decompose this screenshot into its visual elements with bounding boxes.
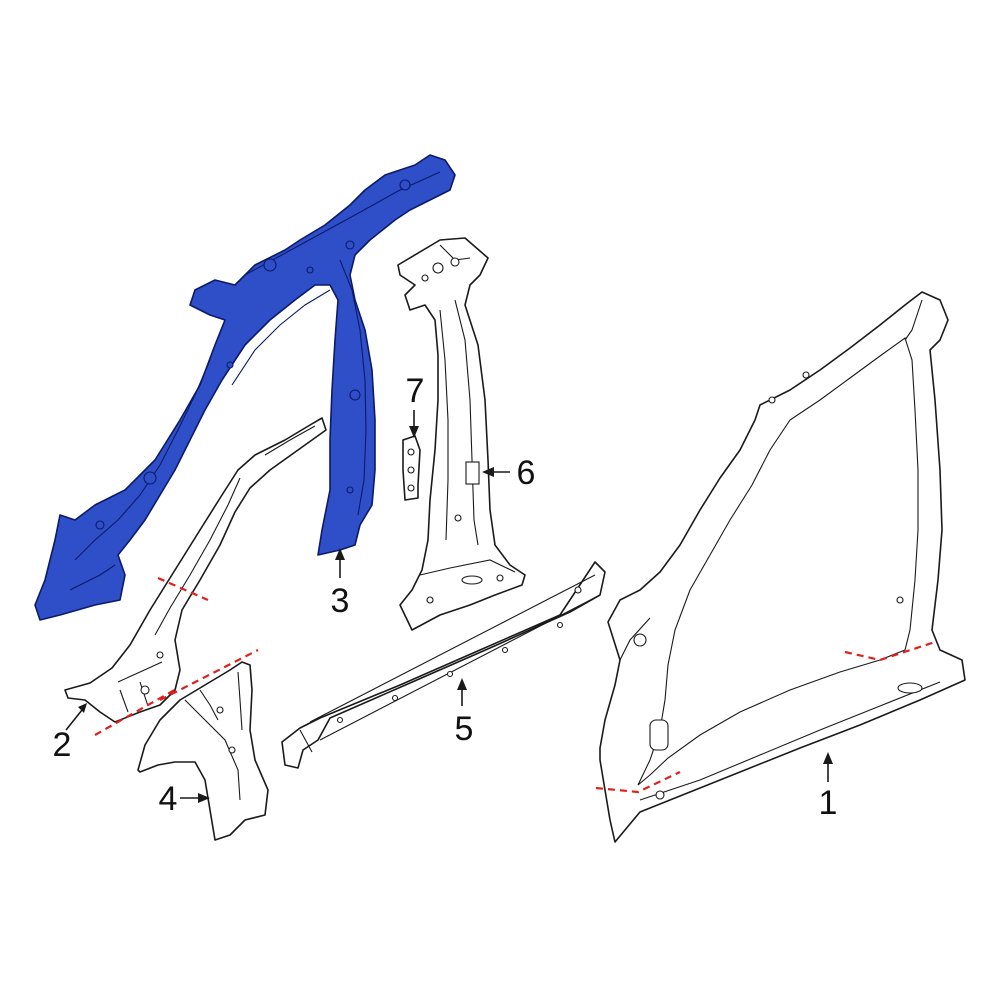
part-5-rocker[interactable] [281,561,606,769]
part-3-inner-pillar[interactable] [34,154,456,621]
part-7-reinforcement[interactable] [402,435,421,501]
callout-label: 1 [819,784,838,822]
callout-5: 5 [455,678,474,748]
callout-2: 2 [53,703,87,764]
part-2-cut-line-lower [94,687,179,736]
part-1-cut-line-rear [844,640,936,662]
part-2-cut-line-upper [157,576,209,602]
part-2-front-pillar-lower[interactable] [64,417,327,723]
callout-7: 7 [406,372,425,438]
part-6-center-pillar[interactable] [397,237,526,631]
callout-4: 4 [159,780,210,818]
part-1-body-side-outer[interactable] [599,291,966,843]
callout-label: 7 [406,372,425,410]
callout-3: 3 [331,548,350,620]
part-1-cut-line-front [595,771,681,794]
part-4-hinge-pillar[interactable] [137,661,269,841]
callout-6: 6 [482,454,535,492]
callout-label: 4 [159,780,178,818]
callout-label: 5 [455,710,474,748]
callout-label: 6 [517,454,536,492]
part-4-cut-line [159,649,259,701]
callout-label: 3 [331,582,350,620]
callout-1: 1 [819,752,838,822]
callout-label: 2 [53,726,72,764]
